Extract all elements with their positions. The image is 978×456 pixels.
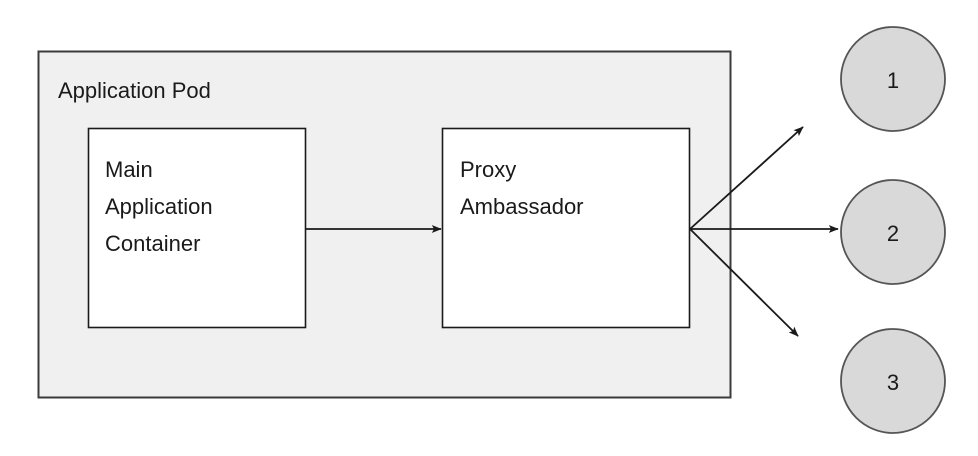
external-service-2-label: 2	[887, 221, 899, 246]
proxy-to-service-3-arrow	[689, 228, 799, 337]
proxy-ambassador-container-box	[441, 127, 691, 329]
proxy-ambassador-label-line-2: Ambassador	[460, 194, 584, 219]
proxy-to-service-1-arrow	[689, 126, 804, 230]
external-service-2-circle	[840, 179, 946, 285]
external-service-3-label: 3	[887, 370, 899, 395]
main-application-container-label-line-2: Application	[105, 194, 213, 219]
external-service-3-circle	[840, 328, 946, 434]
proxy-ambassador-label-line-1: Proxy	[460, 157, 516, 182]
external-service-1-label: 1	[887, 68, 899, 93]
application-pod-title: Application Pod	[58, 78, 211, 103]
main-application-container-box	[87, 127, 307, 329]
main-application-container-label-line-1: Main	[105, 157, 153, 182]
external-service-1-circle	[840, 26, 946, 132]
main-application-container-label-line-3: Container	[105, 231, 200, 256]
